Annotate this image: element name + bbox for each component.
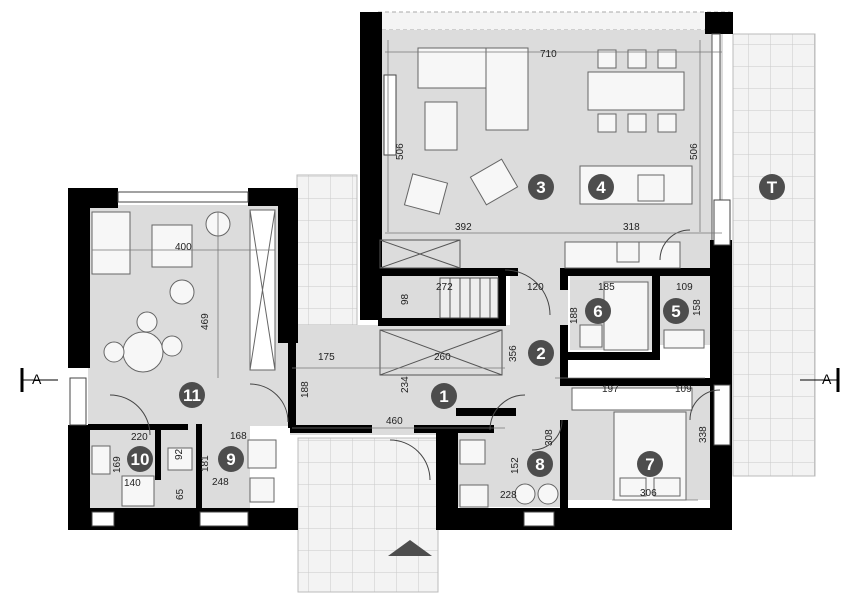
cooktop — [637, 174, 665, 202]
svg-text:3: 3 — [536, 178, 545, 197]
dim-168: 168 — [230, 431, 247, 442]
terrace-area — [732, 33, 816, 477]
walls — [68, 12, 733, 530]
dim-181: 181 — [200, 455, 211, 472]
dim-65: 65 — [175, 488, 186, 500]
sink-kitchen — [616, 241, 640, 263]
svg-text:5: 5 — [671, 302, 680, 321]
dim-710: 710 — [540, 49, 557, 60]
dim-140: 140 — [124, 478, 141, 489]
bathtub-room6 — [603, 281, 649, 351]
room-marker-11: 11 — [179, 382, 205, 408]
dim-248: 248 — [212, 477, 229, 488]
armchair — [469, 158, 519, 206]
dim-356: 356 — [508, 345, 519, 362]
room-marker-5: 5 — [663, 298, 689, 324]
room-marker-6: 6 — [585, 298, 611, 324]
dim-98: 98 — [400, 293, 411, 305]
dim-318: 318 — [623, 222, 640, 233]
washbasin-room10 — [167, 447, 193, 471]
dim-506-left: 506 — [395, 143, 406, 160]
svg-text:11: 11 — [183, 386, 201, 405]
room-marker-1: 1 — [431, 383, 457, 409]
staircase — [379, 239, 503, 376]
room-markers: 1 2 3 4 5 6 7 8 9 10 11 T — [127, 174, 785, 477]
room-marker-3: 3 — [528, 174, 554, 200]
svg-text:4: 4 — [596, 178, 606, 197]
stove-room9 — [247, 439, 277, 469]
wc-room10 — [91, 445, 111, 475]
entrance-arrow-icon — [388, 540, 432, 556]
dim-400: 400 — [175, 242, 192, 253]
dim-460: 460 — [386, 416, 403, 427]
svg-text:8: 8 — [535, 455, 544, 474]
section-label-left: A — [32, 371, 42, 387]
cabinet-room9 — [249, 477, 275, 503]
section-label-right: A — [822, 371, 832, 387]
svg-text:10: 10 — [131, 450, 150, 469]
dim-152: 152 — [510, 457, 521, 474]
dim-306: 306 — [640, 488, 657, 499]
shower-room6 — [579, 324, 603, 348]
room-marker-terrace: T — [759, 174, 785, 200]
dim-109-bottom: 109 — [675, 384, 692, 395]
svg-text:9: 9 — [226, 450, 235, 469]
dim-260: 260 — [434, 352, 451, 363]
section-markers: A A — [20, 368, 840, 392]
dim-175: 175 — [318, 352, 335, 363]
room-marker-7: 7 — [637, 451, 663, 477]
dim-120: 120 — [527, 282, 544, 293]
sink-room8 — [459, 439, 486, 465]
svg-text:1: 1 — [439, 387, 448, 406]
room-marker-10: 10 — [127, 446, 153, 472]
sofa-room11 — [91, 211, 131, 275]
top-overhang — [377, 11, 731, 31]
dim-188-bath: 188 — [569, 307, 580, 324]
svg-text:6: 6 — [593, 302, 602, 321]
dim-109-top: 109 — [676, 282, 693, 293]
svg-text:2: 2 — [536, 344, 545, 363]
dim-185: 185 — [598, 282, 615, 293]
entrance-porch — [297, 437, 439, 593]
side-porch — [296, 174, 358, 326]
shower-room10 — [121, 475, 155, 507]
dim-308: 308 — [544, 429, 555, 446]
room-marker-8: 8 — [527, 451, 553, 477]
dim-197: 197 — [602, 384, 619, 395]
windows — [69, 74, 731, 527]
door-swings — [109, 229, 721, 481]
room-marker-9: 9 — [218, 446, 244, 472]
washing-machine — [459, 484, 489, 508]
dining-table — [587, 71, 685, 111]
room-marker-4: 4 — [588, 174, 614, 200]
wardrobe-room7 — [571, 387, 693, 411]
desk-room11 — [151, 224, 193, 268]
armchair — [403, 173, 449, 215]
dim-169: 169 — [112, 456, 123, 473]
round-table — [122, 331, 164, 373]
shower-room5 — [663, 329, 705, 349]
svg-text:T: T — [767, 178, 778, 197]
dim-272: 272 — [436, 282, 453, 293]
dim-392: 392 — [455, 222, 472, 233]
dim-220: 220 — [131, 432, 148, 443]
svg-text:7: 7 — [645, 455, 654, 474]
dim-506-right: 506 — [689, 143, 700, 160]
sofa-chaise — [485, 47, 529, 131]
dim-469: 469 — [200, 313, 211, 330]
dimension-lines — [92, 40, 722, 501]
coffee-table — [424, 101, 458, 151]
dim-234: 234 — [400, 376, 411, 393]
dim-228: 228 — [500, 490, 517, 501]
room-marker-2: 2 — [528, 340, 554, 366]
dimension-labels: 710 506 506 392 318 272 98 120 185 188 1… — [112, 49, 709, 501]
dim-158: 158 — [692, 299, 703, 316]
dim-92: 92 — [174, 448, 185, 460]
dim-188-hall: 188 — [300, 381, 311, 398]
dim-338: 338 — [698, 426, 709, 443]
